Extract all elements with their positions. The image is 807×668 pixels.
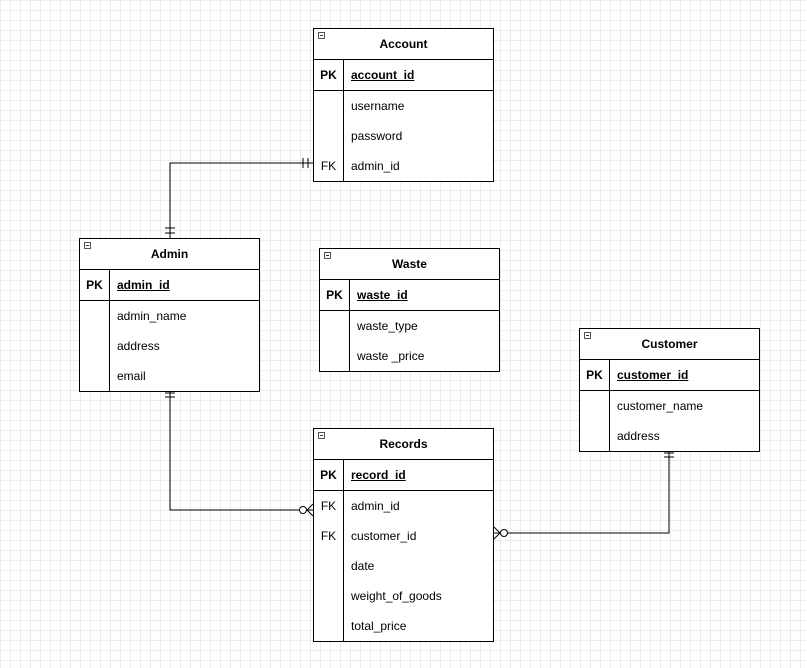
field-name: total_price bbox=[351, 619, 407, 633]
pk-field: waste_id bbox=[357, 288, 408, 302]
key-label bbox=[80, 361, 110, 391]
field-row[interactable]: waste _price bbox=[320, 341, 499, 371]
field-name: address bbox=[117, 339, 160, 353]
field-row[interactable]: FK customer_id bbox=[314, 521, 493, 551]
key-label bbox=[80, 301, 110, 331]
key-label bbox=[580, 391, 610, 421]
field-name: admin_id bbox=[351, 499, 400, 513]
fk-label: FK bbox=[314, 491, 344, 521]
fk-label: FK bbox=[314, 151, 344, 181]
collapse-icon[interactable] bbox=[318, 432, 325, 439]
pk-field: customer_id bbox=[617, 368, 689, 382]
field-name: waste _price bbox=[357, 349, 425, 363]
key-label bbox=[314, 581, 344, 611]
key-label bbox=[314, 91, 344, 121]
key-label bbox=[580, 421, 610, 451]
pk-row[interactable]: PK customer_id bbox=[580, 360, 759, 390]
entity-waste[interactable]: Waste PK waste_id waste_type waste _pric… bbox=[319, 248, 500, 372]
field-row[interactable]: FK admin_id bbox=[314, 151, 493, 181]
field-row[interactable]: date bbox=[314, 551, 493, 581]
entity-header[interactable]: Admin bbox=[80, 239, 259, 270]
key-label bbox=[320, 311, 350, 341]
key-label bbox=[80, 331, 110, 361]
key-label bbox=[320, 341, 350, 371]
collapse-icon[interactable] bbox=[584, 332, 591, 339]
key-label bbox=[314, 611, 344, 641]
pk-field: record_id bbox=[351, 468, 406, 482]
pk-label: PK bbox=[320, 280, 350, 310]
entity-title: Records bbox=[379, 437, 428, 451]
field-name: customer_id bbox=[351, 529, 417, 543]
entity-header[interactable]: Customer bbox=[580, 329, 759, 360]
relation-admin-records[interactable] bbox=[165, 388, 314, 517]
field-row[interactable]: weight_of_goods bbox=[314, 581, 493, 611]
collapse-icon[interactable] bbox=[324, 252, 331, 259]
field-name: customer_name bbox=[617, 399, 704, 413]
entity-header[interactable]: Account bbox=[314, 29, 493, 60]
collapse-icon[interactable] bbox=[318, 32, 325, 39]
entity-title: Account bbox=[379, 37, 428, 51]
field-name: address bbox=[617, 429, 660, 443]
field-row[interactable]: address bbox=[580, 421, 759, 451]
collapse-icon[interactable] bbox=[84, 242, 91, 249]
entity-title: Admin bbox=[150, 247, 189, 261]
pk-label: PK bbox=[80, 270, 110, 300]
field-row[interactable]: customer_name bbox=[580, 391, 759, 421]
pk-row[interactable]: PK waste_id bbox=[320, 280, 499, 310]
entity-records[interactable]: Records PK record_id FK admin_id FK cust… bbox=[313, 428, 494, 642]
entity-header[interactable]: Records bbox=[314, 429, 493, 460]
pk-field: account_id bbox=[351, 68, 415, 82]
field-name: admin_id bbox=[351, 159, 400, 173]
field-name: password bbox=[351, 129, 403, 143]
relation-account-admin[interactable] bbox=[165, 158, 313, 238]
field-row[interactable]: total_price bbox=[314, 611, 493, 641]
pk-row[interactable]: PK admin_id bbox=[80, 270, 259, 300]
entity-account[interactable]: Account PK account_id username password … bbox=[313, 28, 494, 182]
entity-title: Customer bbox=[641, 337, 698, 351]
field-row[interactable]: username bbox=[314, 91, 493, 121]
entity-admin[interactable]: Admin PK admin_id admin_name address ema… bbox=[79, 238, 260, 392]
field-row[interactable]: address bbox=[80, 331, 259, 361]
key-label bbox=[314, 551, 344, 581]
field-row[interactable]: FK admin_id bbox=[314, 491, 493, 521]
field-name: admin_name bbox=[117, 309, 187, 323]
fk-label: FK bbox=[314, 521, 344, 551]
field-name: waste_type bbox=[357, 319, 418, 333]
pk-label: PK bbox=[314, 460, 344, 490]
field-row[interactable]: password bbox=[314, 121, 493, 151]
pk-label: PK bbox=[580, 360, 610, 390]
key-label bbox=[314, 121, 344, 151]
relation-customer-records[interactable] bbox=[493, 448, 674, 540]
field-row[interactable]: admin_name bbox=[80, 301, 259, 331]
pk-field: admin_id bbox=[117, 278, 170, 292]
field-name: username bbox=[351, 99, 405, 113]
entity-customer[interactable]: Customer PK customer_id customer_name ad… bbox=[579, 328, 760, 452]
entity-header[interactable]: Waste bbox=[320, 249, 499, 280]
pk-row[interactable]: PK record_id bbox=[314, 460, 493, 490]
field-name: weight_of_goods bbox=[351, 589, 442, 603]
pk-label: PK bbox=[314, 60, 344, 90]
field-name: email bbox=[117, 369, 146, 383]
field-row[interactable]: waste_type bbox=[320, 311, 499, 341]
field-row[interactable]: email bbox=[80, 361, 259, 391]
field-name: date bbox=[351, 559, 375, 573]
entity-title: Waste bbox=[392, 257, 427, 271]
pk-row[interactable]: PK account_id bbox=[314, 60, 493, 90]
